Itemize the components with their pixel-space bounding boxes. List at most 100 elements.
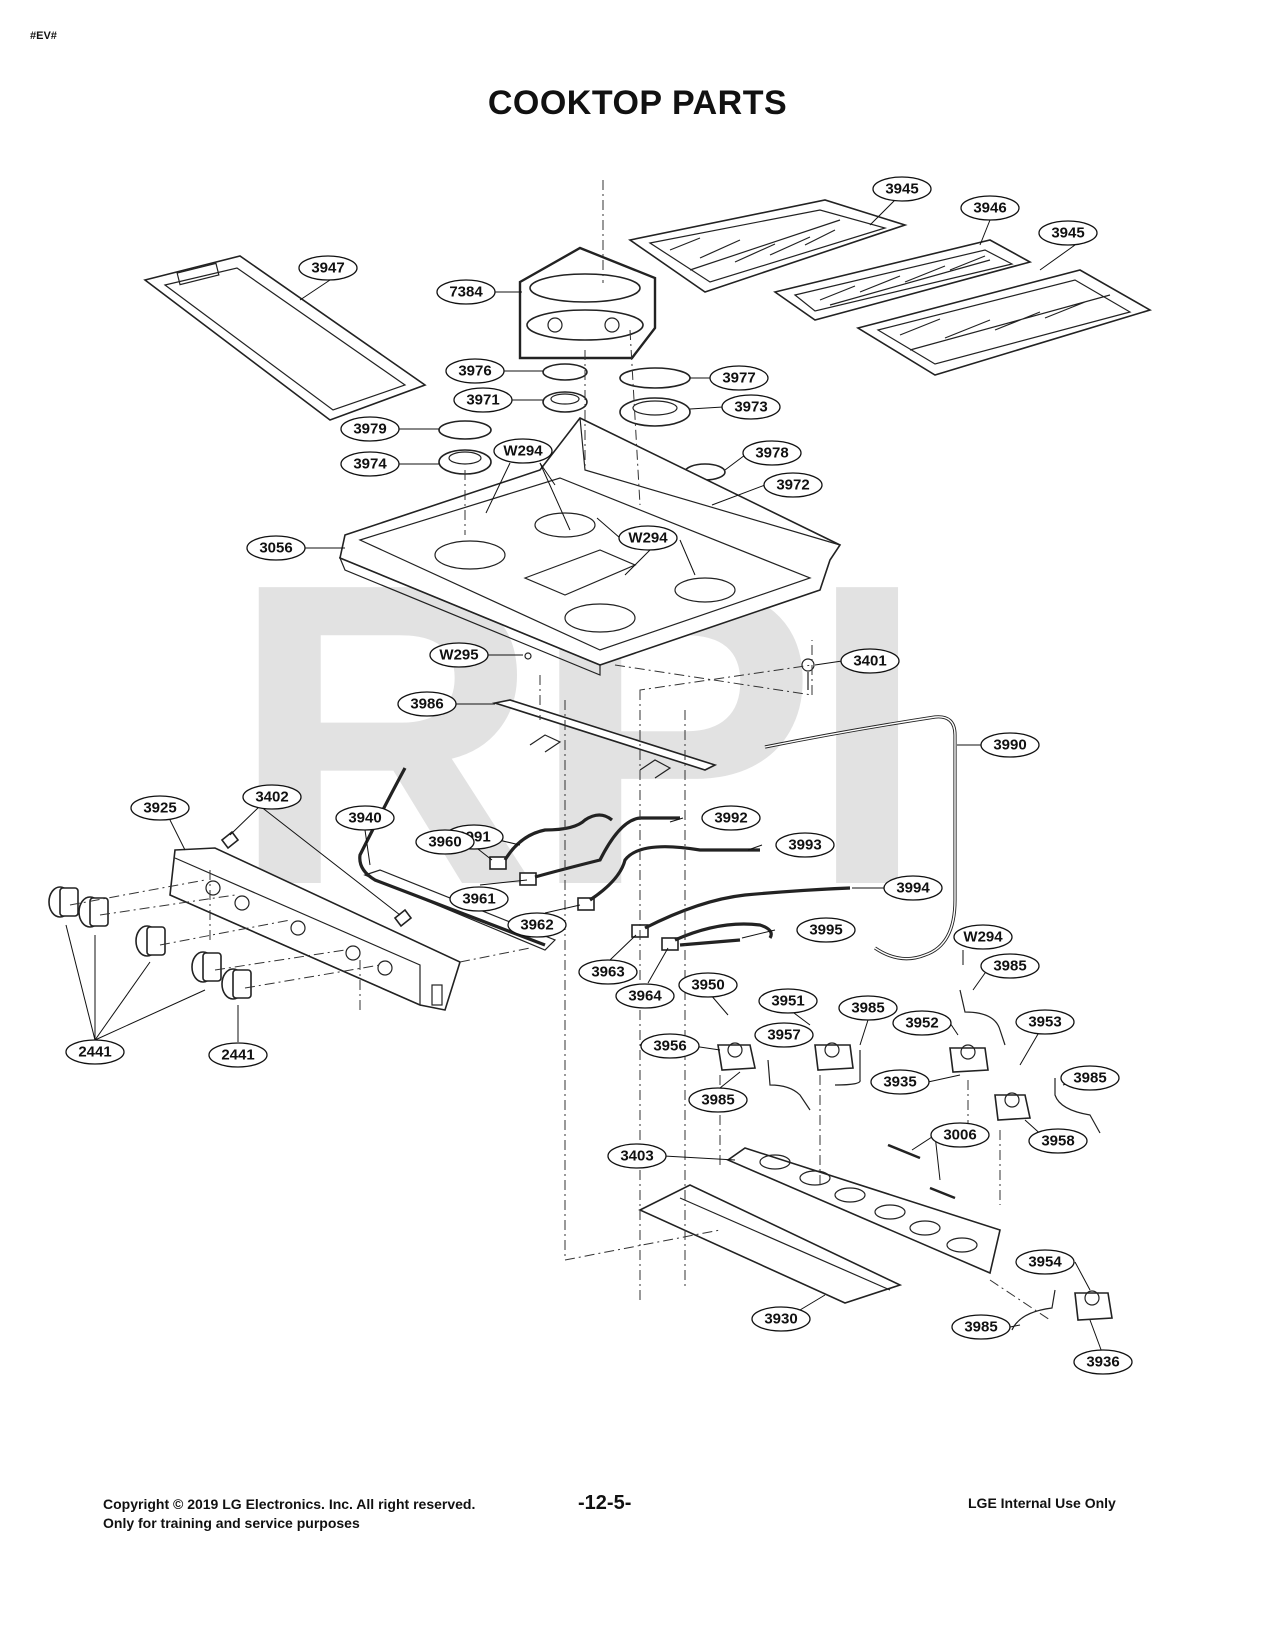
callout-3972: 3972	[763, 472, 823, 498]
callout-w294-mid: W294	[618, 525, 678, 551]
svg-text:3973: 3973	[734, 399, 767, 416]
svg-text:3985: 3985	[701, 1092, 734, 1109]
callout-3962: 3962	[507, 912, 567, 938]
internal-use-note: LGE Internal Use Only	[968, 1495, 1116, 1511]
svg-text:W294: W294	[503, 443, 543, 460]
gas-valves	[489, 856, 679, 951]
svg-text:W295: W295	[439, 647, 478, 664]
svg-text:3985: 3985	[1073, 1070, 1106, 1087]
svg-text:3935: 3935	[883, 1074, 916, 1091]
manifold-bracket	[491, 699, 718, 779]
callout-3930: 3930	[751, 1306, 811, 1332]
cooktop-panel	[338, 416, 842, 676]
burner-cap-3979	[438, 420, 492, 440]
grate-right	[855, 269, 1153, 376]
svg-text:3990: 3990	[993, 737, 1026, 754]
callout-3946: 3946	[960, 195, 1020, 221]
callout-3960: 3960	[415, 829, 475, 855]
callout-3985-b: 3985	[838, 995, 898, 1021]
callout-3402: 3402	[242, 784, 302, 810]
callout-3964: 3964	[615, 983, 675, 1009]
callout-3956: 3956	[640, 1033, 700, 1059]
training-note: Only for training and service purposes	[103, 1515, 360, 1531]
svg-text:3403: 3403	[620, 1148, 653, 1165]
svg-text:3974: 3974	[353, 456, 387, 473]
svg-text:3950: 3950	[691, 977, 724, 994]
svg-text:3972: 3972	[776, 477, 809, 494]
callout-3952: 3952	[892, 1010, 952, 1036]
callout-3950: 3950	[678, 972, 738, 998]
cooktop-fasteners	[524, 652, 815, 690]
control-knobs	[48, 886, 252, 1000]
svg-text:3971: 3971	[466, 392, 499, 409]
svg-text:3994: 3994	[896, 880, 930, 897]
callout-3957: 3957	[754, 1022, 814, 1048]
callout-w294-top: W294	[493, 438, 553, 464]
callout-3993: 3993	[775, 832, 835, 858]
callout-3978: 3978	[742, 440, 802, 466]
svg-text:3978: 3978	[755, 445, 788, 462]
svg-text:3985: 3985	[851, 1000, 884, 1017]
svg-text:3960: 3960	[428, 834, 461, 851]
grate-center	[773, 239, 1033, 321]
callout-3976: 3976	[445, 358, 505, 384]
svg-text:3957: 3957	[767, 1027, 800, 1044]
burner-head-3973	[619, 397, 691, 427]
control-panel	[169, 847, 461, 1011]
footer-copyright: Copyright © 2019 LG Electronics. Inc. Al…	[103, 1495, 475, 1533]
callout-3973: 3973	[721, 394, 781, 420]
svg-text:3995: 3995	[809, 922, 842, 939]
burner-mounts	[717, 1042, 1113, 1321]
callout-3401: 3401	[840, 648, 900, 674]
callout-3403: 3403	[607, 1143, 667, 1169]
svg-text:3953: 3953	[1028, 1014, 1061, 1031]
callout-w295: W295	[429, 642, 489, 668]
callout-3958: 3958	[1028, 1128, 1088, 1154]
callout-3992: 3992	[701, 805, 761, 831]
svg-text:3952: 3952	[905, 1015, 938, 1032]
page-number: -12-5-	[578, 1492, 632, 1514]
callout-3940: 3940	[335, 805, 395, 831]
igniter-wires	[767, 989, 1101, 1331]
svg-text:W294: W294	[963, 929, 1003, 946]
svg-text:3954: 3954	[1028, 1254, 1062, 1271]
callout-3925: 3925	[130, 795, 190, 821]
svg-text:3979: 3979	[353, 421, 386, 438]
callout-3936: 3936	[1073, 1349, 1133, 1375]
grate-left	[628, 199, 908, 293]
callout-3006: 3006	[930, 1122, 990, 1148]
svg-text:3986: 3986	[410, 696, 443, 713]
callout-3985-d: 3985	[1060, 1065, 1120, 1091]
callout-3947: 3947	[298, 255, 358, 281]
copyright-text: Copyright © 2019 LG Electronics. Inc. Al…	[103, 1496, 476, 1512]
svg-text:W294: W294	[628, 530, 668, 547]
gas-tube-3990	[764, 715, 957, 961]
callout-3953: 3953	[1015, 1009, 1075, 1035]
callout-7384: 7384	[436, 279, 496, 305]
burner-base-3403	[726, 1147, 1001, 1275]
callout-labels: 3945 3946 3945 3947 7384 3976 3977 3971 …	[65, 176, 1133, 1375]
burner-head-3971	[542, 391, 588, 413]
callout-3985-e: 3985	[951, 1314, 1011, 1340]
svg-text:3993: 3993	[788, 837, 821, 854]
svg-text:3006: 3006	[943, 1127, 976, 1144]
alignment-lines	[69, 180, 1051, 1321]
callout-3963: 3963	[578, 959, 638, 985]
svg-text:3946: 3946	[973, 200, 1006, 217]
svg-text:3985: 3985	[993, 958, 1026, 975]
svg-text:3964: 3964	[628, 988, 662, 1005]
svg-text:2441: 2441	[221, 1047, 254, 1064]
leader-lines	[65, 199, 1104, 1356]
svg-text:3951: 3951	[771, 993, 804, 1010]
callout-3994: 3994	[883, 875, 943, 901]
callout-3961: 3961	[449, 886, 509, 912]
callout-3935: 3935	[870, 1069, 930, 1095]
svg-text:3402: 3402	[255, 789, 288, 806]
spark-harness	[358, 767, 557, 951]
svg-text:2441: 2441	[78, 1044, 111, 1061]
svg-text:3985: 3985	[964, 1319, 997, 1336]
svg-text:3945: 3945	[1051, 225, 1084, 242]
svg-text:7384: 7384	[449, 284, 483, 301]
svg-text:3940: 3940	[348, 810, 381, 827]
